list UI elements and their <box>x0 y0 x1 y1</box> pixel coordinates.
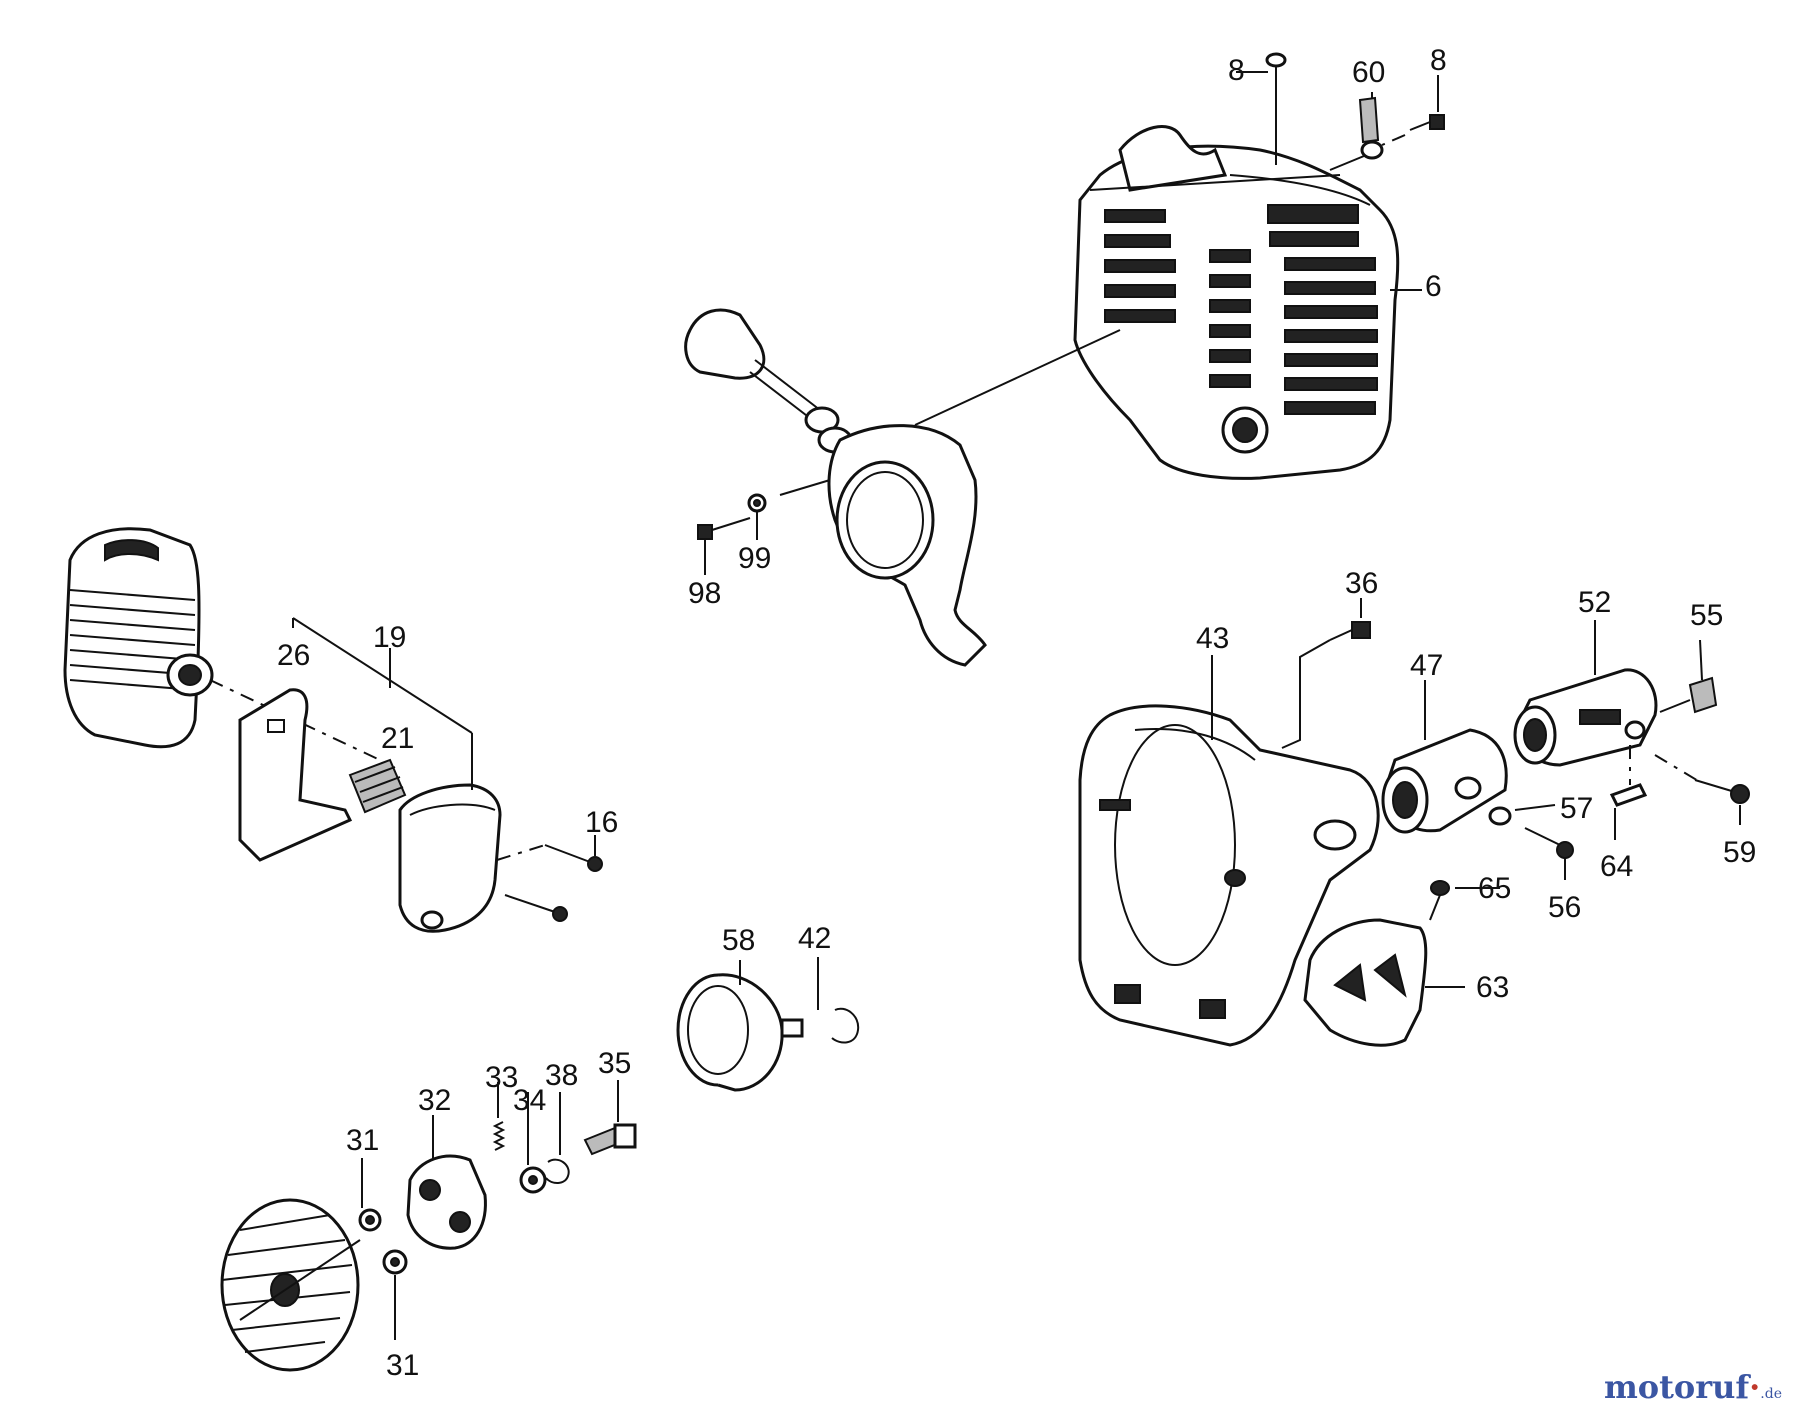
clip-55 <box>1659 639 1718 714</box>
bracket-19-lines <box>292 617 473 790</box>
circlip-42 <box>817 957 860 1044</box>
pin-64 <box>1609 745 1648 840</box>
label-31-top: 31 <box>346 1124 379 1157</box>
label-8-top: 8 <box>1228 54 1245 87</box>
flywheel-part <box>220 1198 361 1372</box>
label-16: 16 <box>585 806 618 839</box>
bolt-59 <box>1654 754 1750 825</box>
bolt-98 <box>697 517 751 540</box>
label-31-bottom: 31 <box>386 1349 419 1382</box>
handle-plate-63 <box>1303 918 1465 1047</box>
label-21: 21 <box>381 722 414 755</box>
clutch-housing-part <box>1078 704 1380 1047</box>
label-34: 34 <box>513 1084 546 1117</box>
label-64: 64 <box>1600 850 1633 883</box>
gasket-26 <box>238 688 353 862</box>
recoil-starter-part <box>684 308 1121 667</box>
cylinder-part <box>63 527 214 749</box>
part-labels: 6 8 8 60 98 99 19 26 21 16 36 43 47 52 5… <box>277 44 1756 1382</box>
label-65: 65 <box>1478 872 1511 905</box>
washer-31-bottom <box>382 1249 408 1340</box>
label-60: 60 <box>1352 56 1385 89</box>
tube-52 <box>1513 620 1658 767</box>
label-56: 56 <box>1548 891 1581 924</box>
label-35: 35 <box>598 1047 631 1080</box>
label-38: 38 <box>545 1059 578 1092</box>
muffler-part <box>398 783 502 933</box>
bolts-16 <box>496 835 603 922</box>
label-52: 52 <box>1578 586 1611 619</box>
washer-31-top <box>358 1158 382 1232</box>
motoruf-watermark: motoruf·.de <box>1604 1368 1782 1406</box>
engine-cover-part <box>1073 125 1400 480</box>
washer-38 <box>545 1092 570 1184</box>
label-42: 42 <box>798 922 831 955</box>
label-98: 98 <box>688 577 721 610</box>
label-8-right: 8 <box>1430 44 1447 77</box>
label-26: 26 <box>277 639 310 672</box>
label-6: 6 <box>1425 270 1442 303</box>
label-99: 99 <box>738 542 771 575</box>
bolt-35 <box>583 1080 637 1156</box>
label-19: 19 <box>373 621 406 654</box>
watermark-tld: .de <box>1760 1386 1782 1402</box>
watermark-dot: · <box>1749 1368 1761 1406</box>
label-59: 59 <box>1723 836 1756 869</box>
label-33: 33 <box>485 1061 518 1094</box>
clip-60 <box>1329 92 1384 171</box>
screw-36 <box>1281 598 1371 749</box>
label-58: 58 <box>722 924 755 957</box>
label-43: 43 <box>1196 622 1229 655</box>
label-63: 63 <box>1476 971 1509 1004</box>
washer-34 <box>519 1092 547 1194</box>
label-47: 47 <box>1410 649 1443 682</box>
screen-21 <box>348 758 407 814</box>
label-57: 57 <box>1560 792 1593 825</box>
screw-65 <box>1429 880 1500 921</box>
washer-99 <box>704 479 831 575</box>
clutch-shoes-32 <box>406 1115 487 1250</box>
label-55: 55 <box>1690 599 1723 632</box>
cover-vent-slots <box>1104 204 1378 415</box>
washer-57-screw-56 <box>1488 804 1574 880</box>
label-36: 36 <box>1345 567 1378 600</box>
tube-47 <box>1381 680 1508 834</box>
screw-8-right <box>1381 75 1445 146</box>
spring-33 <box>492 1082 506 1151</box>
label-32: 32 <box>418 1084 451 1117</box>
watermark-brand: motoruf <box>1603 1368 1750 1406</box>
clutch-drum-58 <box>676 960 804 1092</box>
screw-8-top <box>1236 52 1287 165</box>
